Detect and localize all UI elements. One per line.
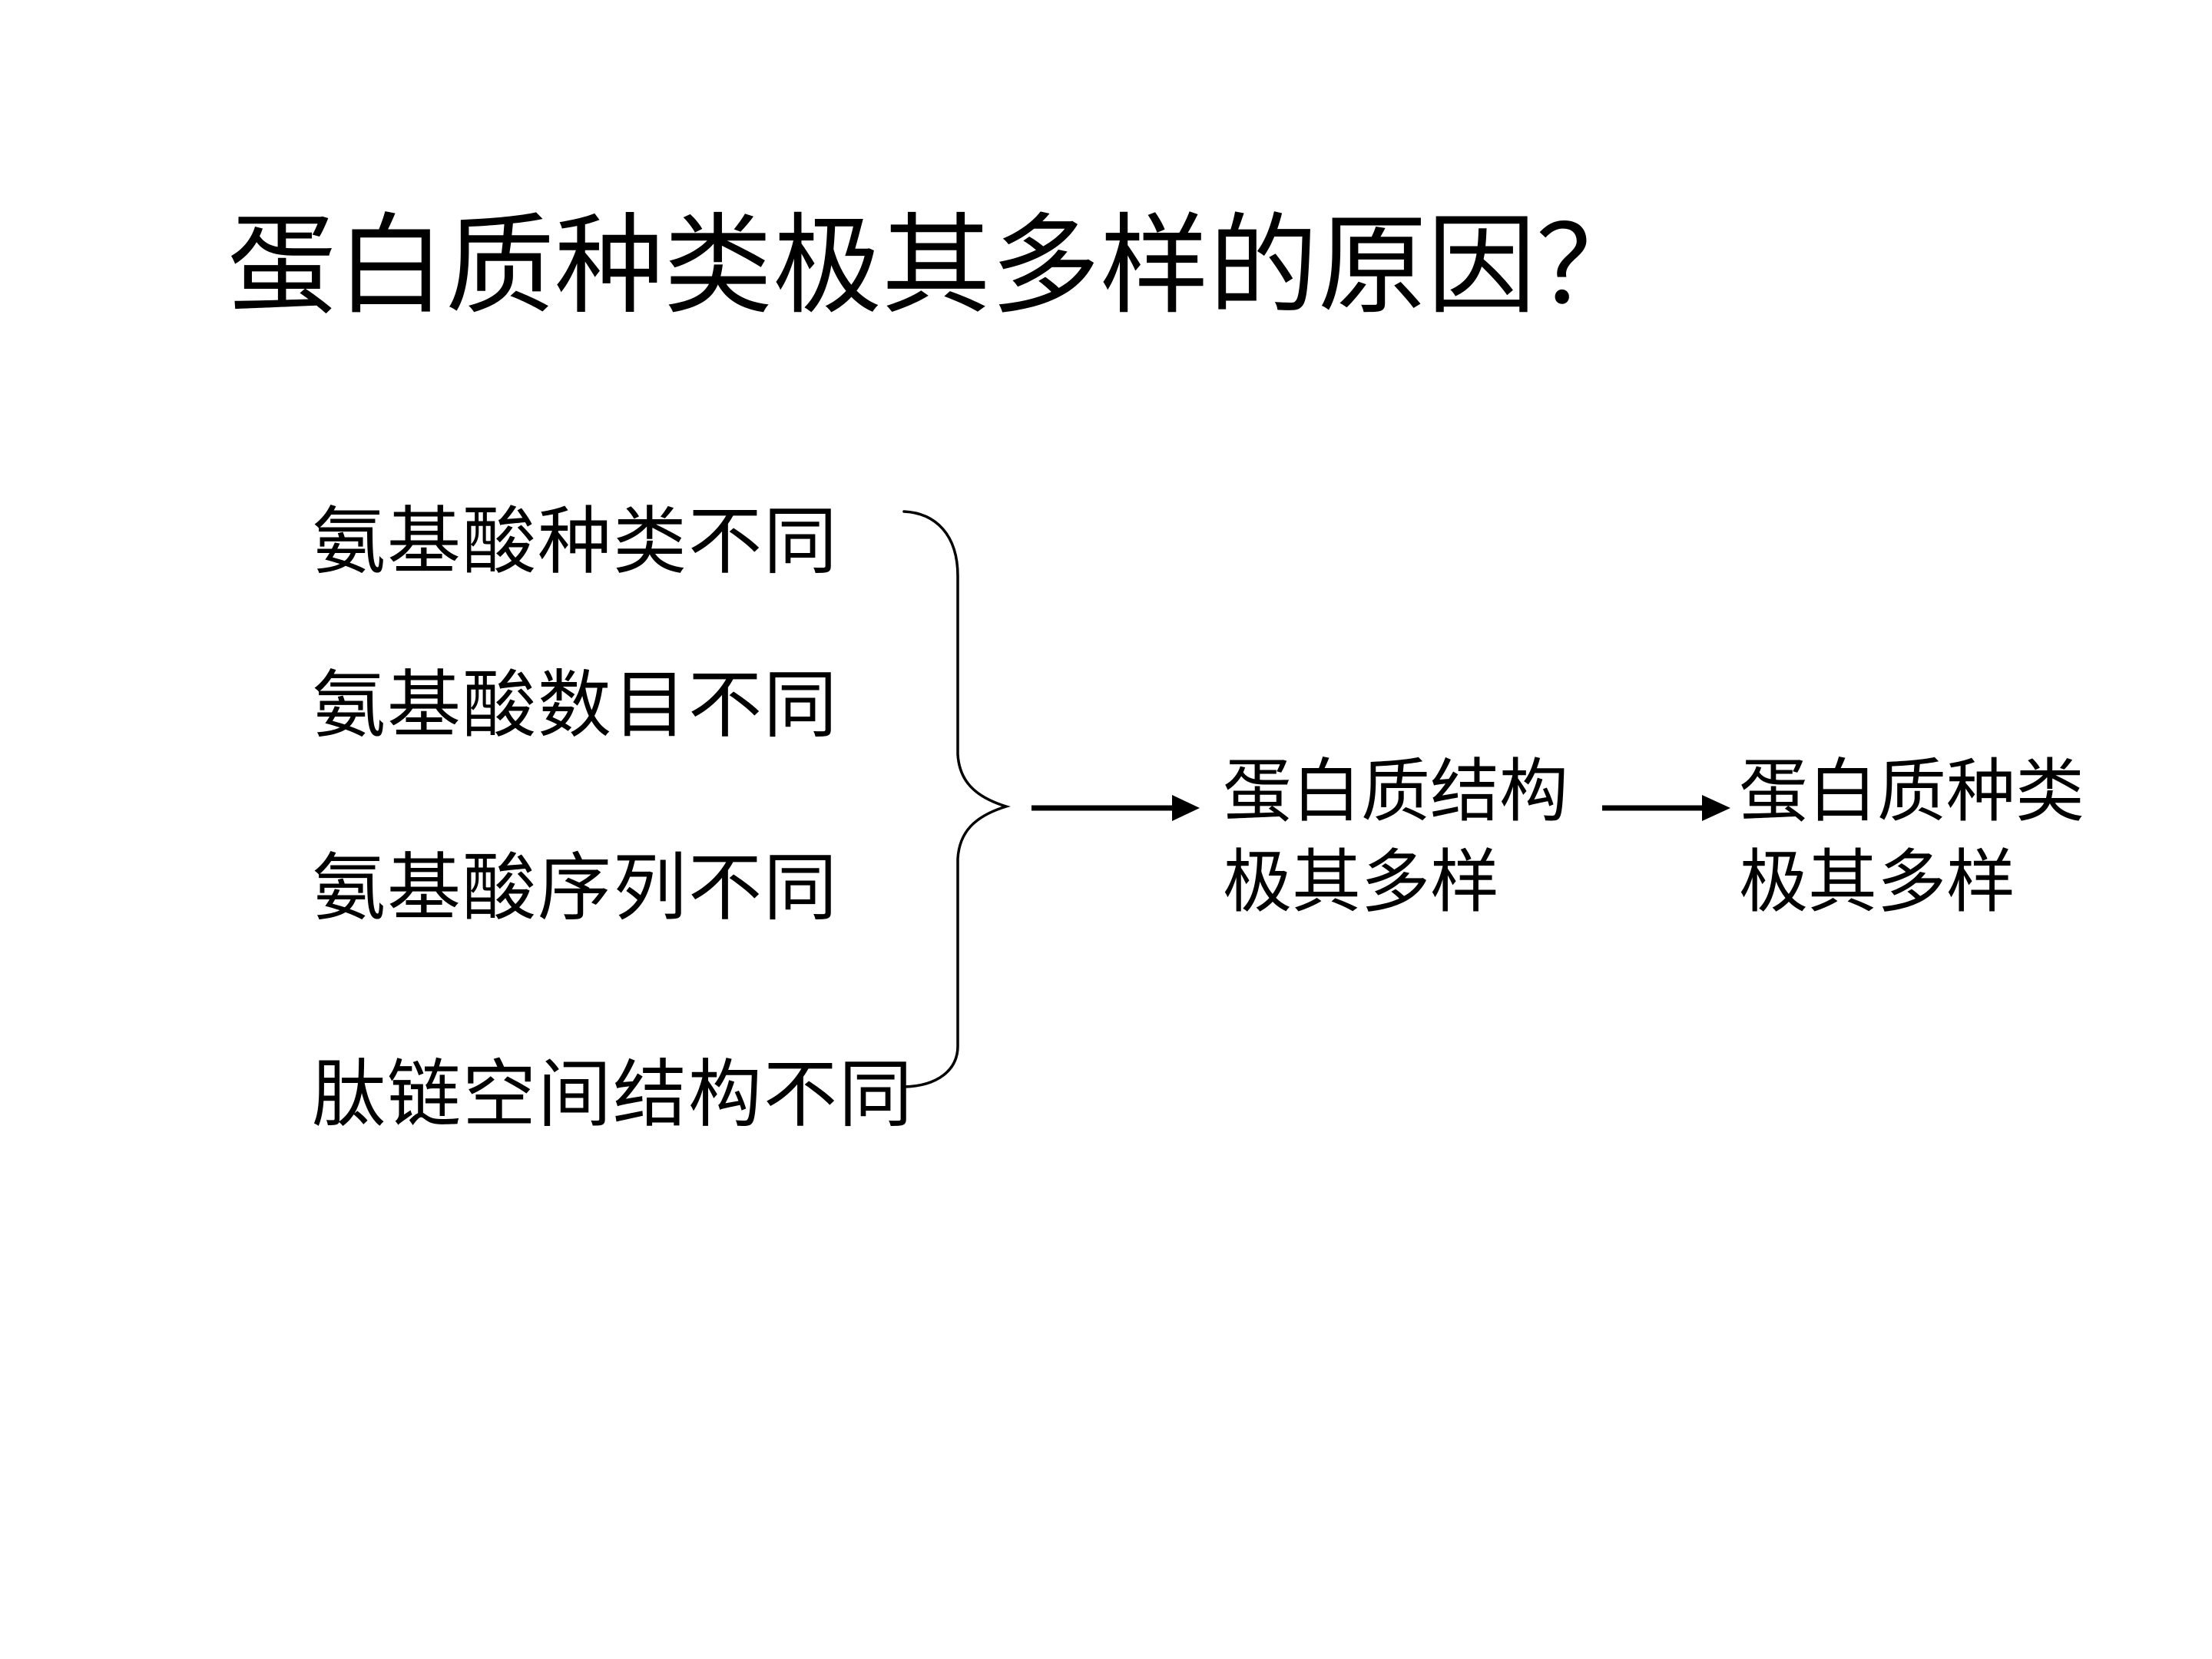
right-arrow-icon-causes-to-structure (1031, 795, 1200, 821)
result-protein-species-line1: 蛋白质种类 (1739, 754, 2085, 830)
right-arrow-icon-structure-to-species (1602, 795, 1730, 821)
cause-amino-acid-sequence: 氨基酸序列不同 (312, 847, 839, 929)
result-protein-structure-line2: 极其多样 (1223, 845, 1499, 921)
cause-amino-acid-number: 氨基酸数目不同 (312, 664, 839, 747)
result-protein-species-line2: 极其多样 (1739, 845, 2015, 921)
cause-amino-acid-types: 氨基酸种类不同 (312, 501, 839, 583)
result-protein-structure: 蛋白质结构 极其多样 (1223, 747, 1568, 929)
cause-peptide-chain-spatial-structure: 肽链空间结构不同 (312, 1054, 914, 1136)
result-protein-species: 蛋白质种类 极其多样 (1739, 747, 2085, 929)
slide-title: 蛋白质种类极其多样的原因？ (227, 206, 1645, 327)
result-protein-structure-line1: 蛋白质结构 (1223, 754, 1568, 830)
grouping-brace-icon (902, 510, 1011, 1088)
